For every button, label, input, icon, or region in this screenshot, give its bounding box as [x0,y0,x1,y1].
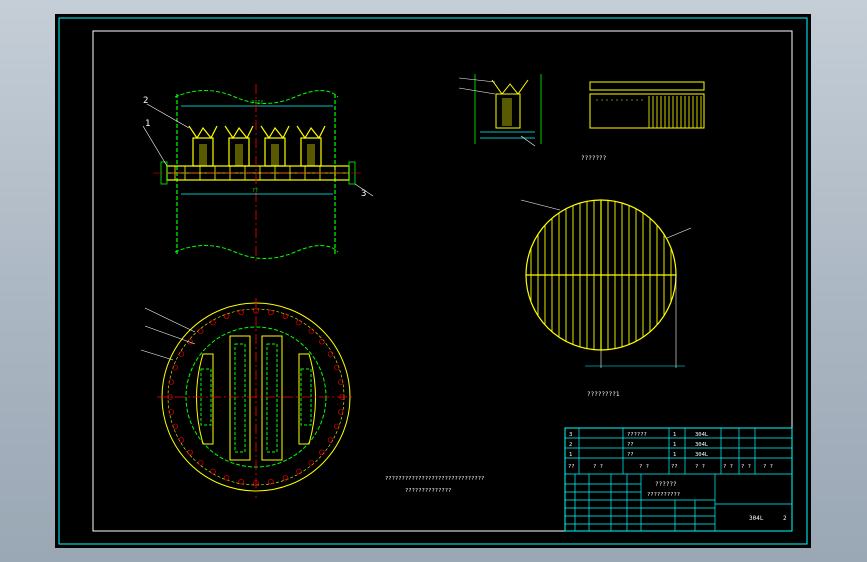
title-block: 3 ?????? 1 304L 2 ?? 1 304L 1 ?? 1 304L … [564,427,793,532]
bolt-hole [282,475,289,481]
bolt-hole [210,319,216,326]
tb-row3-name: ?? [627,452,634,458]
bolt-hole [282,313,289,319]
tb-row2-no: 2 [569,442,572,448]
bolt-hole [319,449,325,455]
detail-view [458,74,542,147]
tb-row3-no: 1 [569,452,572,458]
grid-plate-view: ????????1 [520,199,692,398]
label-part-3: 3 [361,189,366,199]
bolt-hole [168,379,175,385]
front-caption-2: ?????????????? [405,488,451,494]
side-view-slats [648,96,702,128]
svg-text:????: ???? [251,100,263,106]
tb-row1-no: 3 [569,432,572,438]
bolt-hole [178,437,185,443]
bolt-hole [334,423,340,430]
tb-row3-qty: 1 [673,452,676,458]
tb-header-1: ? ? [593,464,603,470]
bolt-hole [238,479,244,485]
svg-text:??: ?? [252,188,258,194]
bolt-hole [172,423,178,430]
tb-header-2: ? ? [639,464,649,470]
bolt-hole [172,364,178,371]
bolt-hole [268,309,274,315]
bolt-hole [296,319,302,326]
bolt-hole [334,364,340,371]
tb-row1-mat: 304L [695,432,709,438]
tb-header-4: ? ? [695,464,705,470]
tb-header-3: ?? [671,464,678,470]
bolt-hole [338,379,344,385]
tb-row2-name: ?? [627,442,634,448]
bolt-hole [268,479,274,485]
grid-plate-caption: ????????1 [587,391,620,398]
tb-row2-qty: 1 [673,442,676,448]
bolt-hole [198,460,204,466]
bolt-hole [253,308,259,314]
bolt-hole [178,351,185,357]
drawing-frame [92,30,793,532]
bolt-hole [223,475,230,481]
plan-view [140,298,355,498]
tb-material: 304L [749,515,764,522]
cad-drawing: ???? [58,17,808,545]
tb-drawing-name: ?????? [655,481,677,488]
bolt-hole [187,339,193,345]
side-view-caption: ??????? [581,155,607,162]
bolt-hole [223,313,230,319]
tb-header-7: ? ? [763,464,773,470]
tb-header-6: ? ? [741,464,751,470]
bolt-hole [338,409,344,415]
tb-row2-mat: 304L [695,442,709,448]
bolt-hole [327,351,334,357]
bolt-hole [308,328,314,334]
bolt-hole [167,394,173,400]
bolt-hole [187,449,193,455]
bolt-hole [296,468,302,475]
bolt-hole [327,437,334,443]
side-view: ??????? [581,81,705,162]
tb-row1-name: ?????? [627,432,647,438]
label-part-2: 2 [143,96,148,106]
tb-scale: 2 [783,515,787,522]
bolt-hole [308,460,314,466]
bolt-hole [319,339,325,345]
cad-viewport[interactable]: ???? [55,14,811,548]
tb-row3-mat: 304L [695,452,709,458]
tb-header-0: ?? [568,464,575,470]
label-part-1: 1 [145,119,150,129]
front-caption: ?????????????????????????????? [385,476,484,482]
tb-row1-qty: 1 [673,432,676,438]
bolt-hole [238,309,244,315]
bolt-hole [168,409,175,415]
bolt-hole [198,328,204,334]
tb-header-5: ? ? [723,464,733,470]
front-view: ???? [142,84,374,262]
outer-border [58,17,808,545]
bolt-hole [210,468,216,475]
tb-drawing-name-2: ?????????? [647,492,680,498]
